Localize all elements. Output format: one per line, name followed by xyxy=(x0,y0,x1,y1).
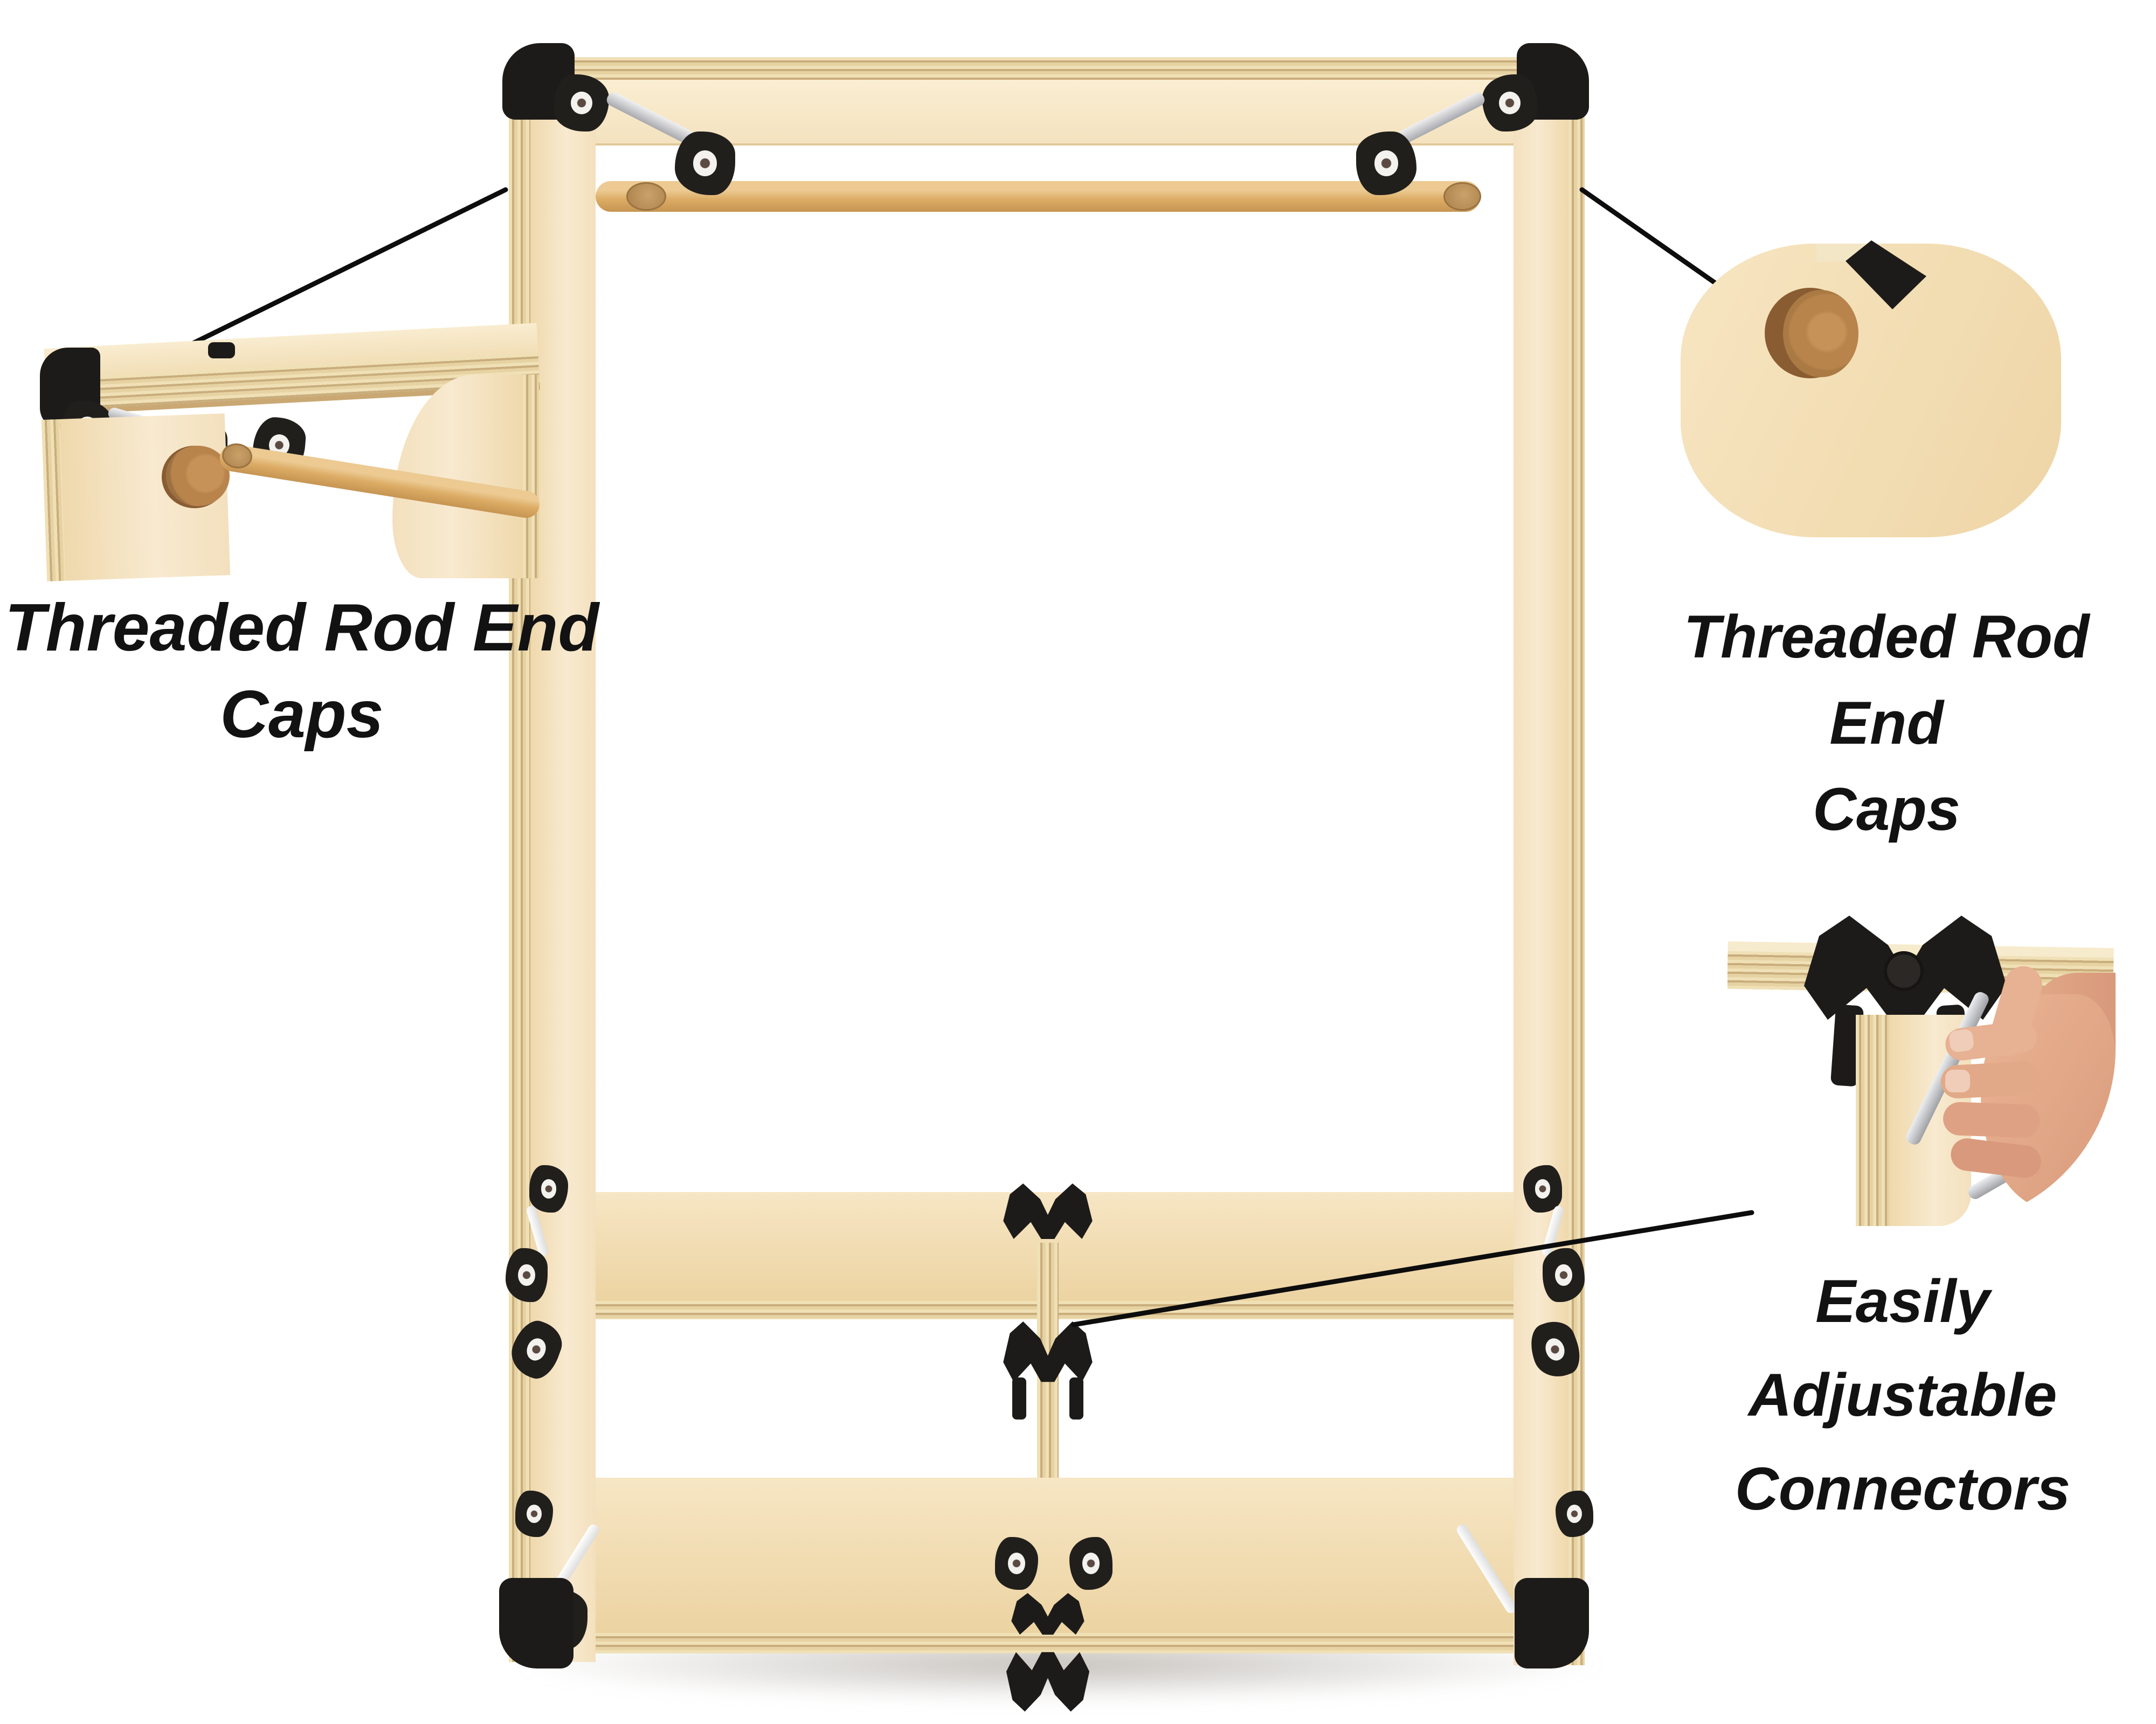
right-panel-edge xyxy=(1568,93,1585,1665)
detail-rod-end-cap-left xyxy=(38,321,547,581)
rod-end-cap-face xyxy=(1783,290,1858,377)
top-panel-edge xyxy=(539,57,1568,80)
fingernail xyxy=(1945,1070,1970,1092)
caption-bottom-right: Easily Adjustable Connectors xyxy=(1660,1255,2145,1536)
caption-bottom-right-line1: Easily Adjustable xyxy=(1748,1268,2057,1429)
bottom-shelf-edge xyxy=(596,1633,1514,1653)
caption-left: Threaded Rod End Caps xyxy=(0,585,604,758)
right-panel-face xyxy=(1514,93,1568,1665)
hand-finger xyxy=(1942,1101,2041,1139)
rod-end-cap-left-icon xyxy=(626,182,666,211)
leader-line-left xyxy=(167,187,508,357)
caption-bottom-right-line2: Connectors xyxy=(1735,1455,2071,1522)
caption-right-line2: Caps xyxy=(1813,776,1960,843)
clamp-connector-icon xyxy=(554,74,609,131)
detail-panel-blob xyxy=(1681,244,2061,537)
mini-far-corner-connector-icon xyxy=(208,342,235,358)
left-panel-face xyxy=(530,93,596,1662)
caption-right-line1: Threaded Rod End xyxy=(1683,603,2090,757)
caption-left-line1: Threaded Rod End xyxy=(4,591,599,665)
caption-right: Threaded Rod End Caps xyxy=(1633,594,2140,853)
caption-left-line2: Caps xyxy=(220,677,384,752)
hanging-rod xyxy=(596,181,1481,212)
rod-end-cap-right-icon xyxy=(1443,182,1481,211)
foot-connector-left-icon xyxy=(499,1578,573,1668)
connector-logo-badge xyxy=(1884,951,1924,991)
x-connector-prong xyxy=(1069,1377,1083,1420)
rod-end-cap-detail-icon xyxy=(166,446,230,506)
leg-panel-edge xyxy=(523,375,539,578)
foot-connector-right-icon xyxy=(1515,1578,1589,1668)
clamp-connector-icon xyxy=(995,1537,1038,1590)
clamp-connector-icon xyxy=(529,1165,568,1213)
leader-line-bottom-right xyxy=(1071,1210,1754,1327)
fingernail xyxy=(1948,1028,1975,1053)
vertical-panel-edge xyxy=(1856,1015,1889,1226)
clamp-connector-icon xyxy=(515,1491,553,1537)
detail-adjustable-connector xyxy=(1727,913,2116,1226)
x-connector-prong xyxy=(1012,1377,1026,1420)
detail-rod-end-cap-right xyxy=(1681,240,2061,537)
